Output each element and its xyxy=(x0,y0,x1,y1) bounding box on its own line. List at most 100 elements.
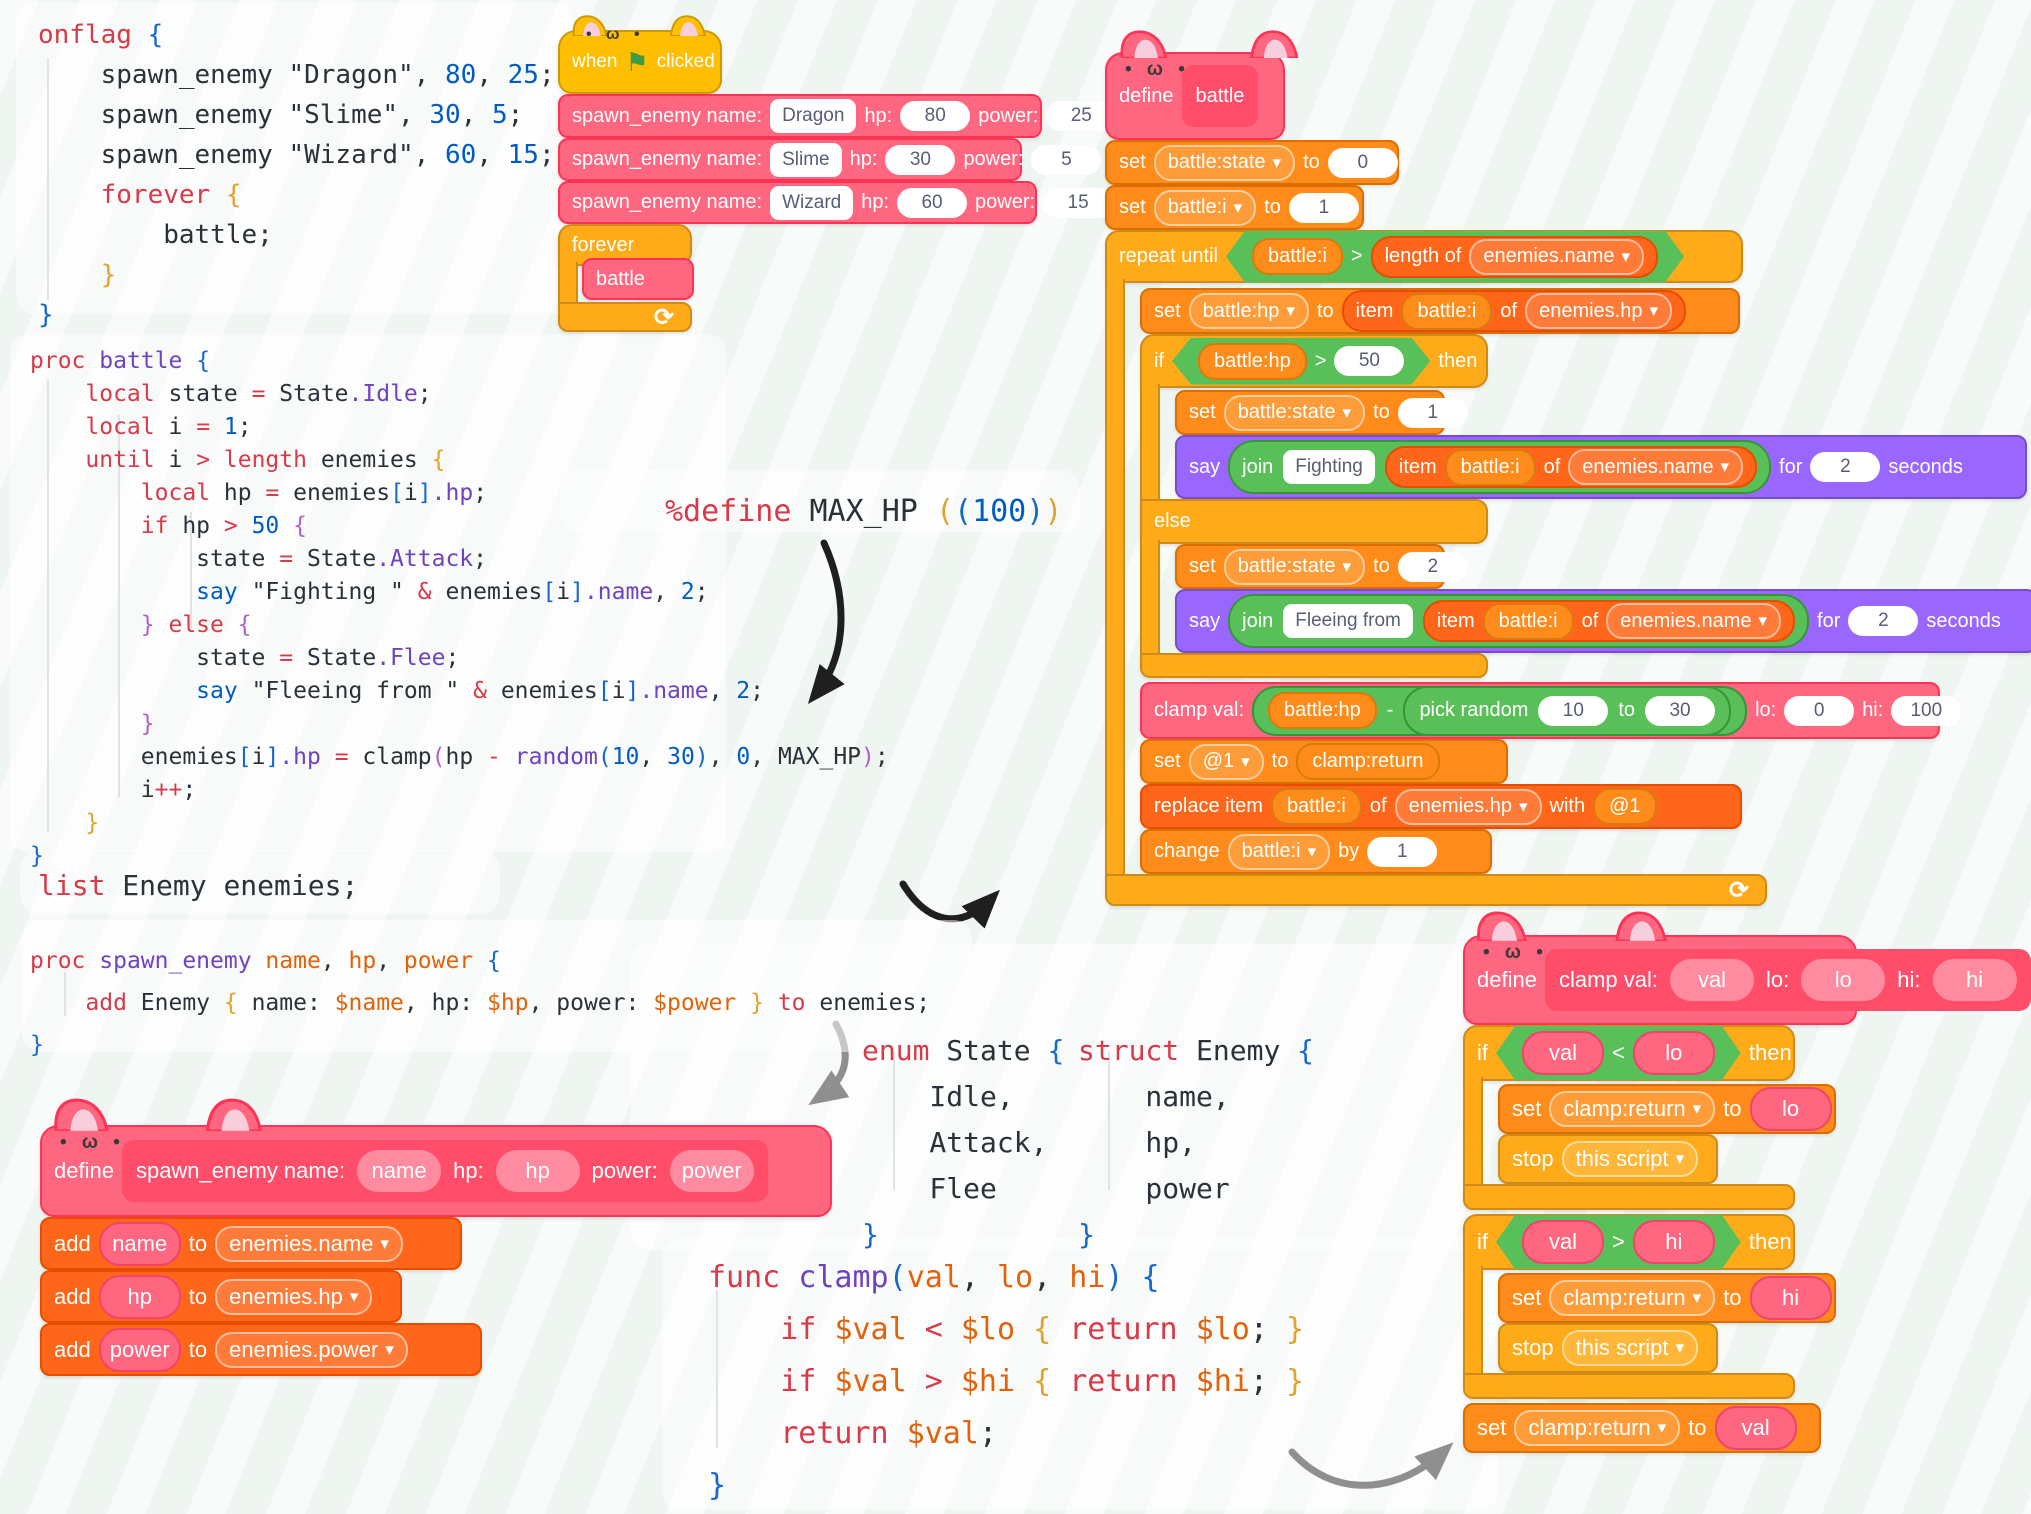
dropdown-battle-state[interactable]: battle:state xyxy=(1223,548,1366,585)
param-reporter-lo[interactable]: lo xyxy=(1749,1087,1832,1131)
number-input[interactable]: 10 xyxy=(1538,695,1609,726)
text-input[interactable]: Fleeing from xyxy=(1283,604,1413,638)
number-input[interactable]: 15 xyxy=(1043,187,1114,218)
boolean-condition[interactable]: val>hi xyxy=(1496,1215,1741,1269)
param-reporter-hp[interactable]: hp xyxy=(98,1274,181,1319)
param-reporter-power[interactable]: power xyxy=(98,1327,181,1372)
text-input[interactable]: Fighting xyxy=(1283,450,1375,484)
variable-reporter-battle-hp[interactable]: battle:hp xyxy=(1268,692,1377,729)
boolean-condition[interactable]: val<lo xyxy=(1496,1026,1741,1080)
dropdown-enemies-name[interactable]: enemies.name xyxy=(1606,603,1782,639)
variable-reporter--1[interactable]: @1 xyxy=(1593,788,1657,825)
dropdown-battle-state[interactable]: battle:state xyxy=(1223,394,1366,431)
dropdown--1[interactable]: @1 xyxy=(1188,743,1264,780)
dropdown-clamp-return[interactable]: clamp:return xyxy=(1549,1091,1716,1127)
dropdown-battle-i[interactable]: battle:i xyxy=(1153,189,1257,226)
dropdown-clamp-return[interactable]: clamp:return xyxy=(1549,1280,1716,1316)
dropdown-battle-state[interactable]: battle:state xyxy=(1153,144,1296,181)
dropdown-this-script[interactable]: this script xyxy=(1561,1330,1699,1366)
set-at1-clamp-return[interactable]: set@1toclamp:return xyxy=(1140,739,1508,784)
number-input[interactable]: 80 xyxy=(900,101,971,131)
dropdown-this-script[interactable]: this script xyxy=(1561,1141,1699,1177)
number-input[interactable]: 1 xyxy=(1397,397,1468,428)
dropdown-enemies-hp[interactable]: enemies.hp xyxy=(1394,788,1542,825)
param-reporter-hi[interactable]: hi xyxy=(1749,1276,1832,1320)
number-input[interactable]: 50 xyxy=(1334,346,1404,376)
number-input[interactable]: 30 xyxy=(1645,695,1716,726)
variable-reporter-battle-i[interactable]: battle:i xyxy=(1482,602,1574,640)
dropdown-enemies-power[interactable]: enemies.power xyxy=(215,1331,408,1368)
variable-reporter-clamp-return[interactable]: clamp:return xyxy=(1296,743,1440,780)
param-reporter-hi[interactable]: hi xyxy=(1633,1220,1715,1264)
number-input[interactable]: 5 xyxy=(1031,144,1102,175)
else-branch[interactable]: else xyxy=(1140,499,1488,544)
when-flag-clicked-hat[interactable]: • ω •when⚑clicked xyxy=(558,15,722,94)
dropdown-enemies-name[interactable]: enemies.name xyxy=(215,1225,403,1262)
number-input[interactable]: 25 xyxy=(1046,101,1117,131)
number-input[interactable]: 2 xyxy=(1397,551,1468,582)
number-input[interactable]: 0 xyxy=(1327,147,1398,178)
param-reporter-name[interactable]: name xyxy=(98,1221,181,1266)
number-input[interactable]: 2 xyxy=(1810,452,1881,482)
dropdown-enemies-hp[interactable]: enemies.hp xyxy=(1525,293,1673,329)
param-reporter-val[interactable]: val xyxy=(1522,1220,1604,1264)
dropdown-battle-i[interactable]: battle:i xyxy=(1227,833,1331,870)
dropdown-battle-hp[interactable]: battle:hp xyxy=(1188,293,1309,329)
variable-reporter-battle-hp[interactable]: battle:hp xyxy=(1198,343,1307,380)
text-input[interactable]: Dragon xyxy=(770,99,857,133)
number-input[interactable]: 30 xyxy=(885,144,956,175)
text-input[interactable]: Wizard xyxy=(770,185,854,220)
battle-call[interactable]: battle xyxy=(582,258,694,300)
number-input[interactable]: 2 xyxy=(1848,606,1919,636)
dropdown-enemies-name[interactable]: enemies.name xyxy=(1469,239,1644,275)
dropdown-enemies-name[interactable]: enemies.name xyxy=(1568,449,1744,485)
variable-reporter-battle-i[interactable]: battle:i xyxy=(1252,238,1343,275)
number-input[interactable]: 100 xyxy=(1891,695,1962,726)
number-input[interactable]: 1 xyxy=(1288,192,1359,223)
number-input[interactable]: 0 xyxy=(1784,695,1855,726)
number-input[interactable]: 1 xyxy=(1367,836,1438,867)
variable-reporter-battle-i[interactable]: battle:i xyxy=(1401,292,1493,330)
boolean-condition[interactable]: battle:hp>50 xyxy=(1172,338,1430,385)
param-reporter-val[interactable]: val xyxy=(1522,1031,1604,1075)
dropdown-clamp-return[interactable]: clamp:return xyxy=(1514,1410,1681,1446)
param-reporter-lo[interactable]: lo xyxy=(1633,1031,1715,1075)
